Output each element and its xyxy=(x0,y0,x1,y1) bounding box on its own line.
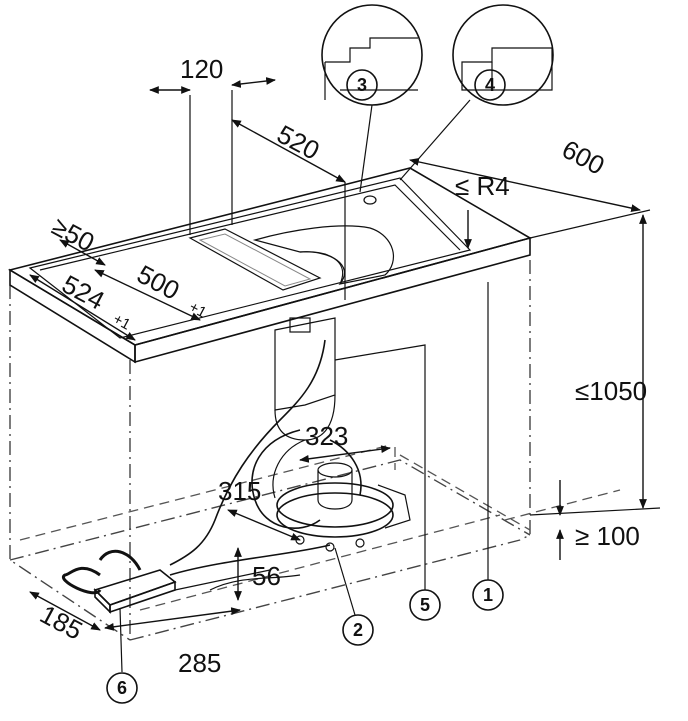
leader-4 xyxy=(399,99,471,181)
leader-3 xyxy=(359,104,373,193)
dim-600: 600 xyxy=(557,134,609,181)
cables xyxy=(61,339,331,595)
callout-1: 1 xyxy=(472,282,504,611)
dim-323: 323 xyxy=(305,421,348,451)
control-box xyxy=(93,569,177,614)
dim-520: 520 xyxy=(272,119,324,166)
dim-500-tolerance: +1 xyxy=(186,299,209,322)
dim-56: 56 xyxy=(252,561,281,591)
dim-315: 315 xyxy=(218,476,261,506)
detail-circle-4 xyxy=(452,4,554,106)
worktop xyxy=(7,167,533,364)
fan-unit xyxy=(276,462,411,552)
dim-1050: ≤1050 xyxy=(575,376,647,406)
cooktop-vent xyxy=(188,225,394,291)
dim-524-tolerance: +1 xyxy=(110,311,133,334)
svg-text:6: 6 xyxy=(117,678,127,698)
dim-524: 524 xyxy=(57,269,109,316)
dimension-lines xyxy=(29,77,661,631)
svg-text:2: 2 xyxy=(353,620,363,640)
dim-radius: ≤ R4 xyxy=(455,171,510,201)
dim-285: 285 xyxy=(178,648,221,678)
edge-marker xyxy=(363,195,377,205)
dim-50: ≥50 xyxy=(47,211,99,258)
dim-120: 120 xyxy=(180,54,223,84)
svg-text:1: 1 xyxy=(483,585,493,605)
callout-2: 2 xyxy=(334,547,374,646)
callout-3: 3 xyxy=(346,69,378,101)
extraction-duct xyxy=(274,317,336,441)
callout-5: 5 xyxy=(334,344,441,621)
svg-text:4: 4 xyxy=(485,75,495,95)
dim-500: 500 xyxy=(132,259,184,306)
detail-circle-3 xyxy=(321,4,423,106)
svg-text:5: 5 xyxy=(420,595,430,615)
svg-text:3: 3 xyxy=(357,75,367,95)
callout-6: 6 xyxy=(106,607,138,704)
dim-100: ≥ 100 xyxy=(575,521,640,551)
callout-4: 4 xyxy=(474,69,506,101)
